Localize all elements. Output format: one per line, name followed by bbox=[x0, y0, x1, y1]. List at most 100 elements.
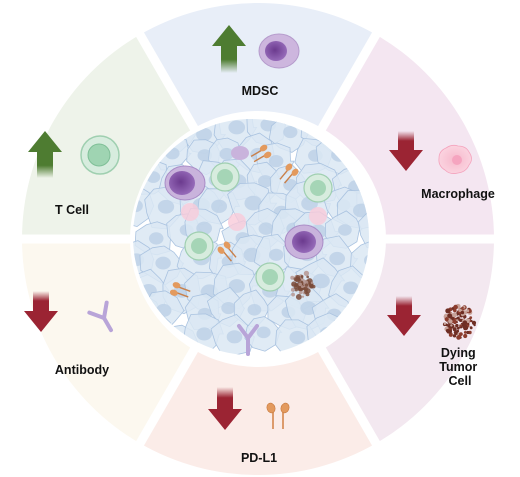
segment-divider bbox=[317, 345, 382, 449]
dying-cell-debris bbox=[310, 281, 314, 285]
pd-l1-marker bbox=[169, 282, 191, 298]
label-pd-l1: PD-L1 bbox=[241, 451, 277, 465]
dying-cell-fragment bbox=[466, 330, 470, 335]
down-arrow-icon bbox=[208, 387, 242, 430]
label-macrophage: Macrophage bbox=[421, 187, 495, 201]
dying-cell-fragment bbox=[461, 306, 464, 309]
label-line: Dying bbox=[441, 346, 476, 360]
dying-cell-fragment bbox=[456, 329, 460, 333]
dying-cell-debris bbox=[290, 275, 295, 280]
segment-divider bbox=[134, 345, 199, 449]
dying-cell-fragment bbox=[448, 319, 453, 324]
dying-cell-debris bbox=[311, 284, 316, 289]
segment-ring bbox=[19, 2, 497, 475]
dying-cell-fragment bbox=[446, 330, 451, 334]
dying-cell-fragment bbox=[450, 324, 453, 327]
dying-cell-fragment bbox=[463, 315, 465, 318]
dying-cell-fragment bbox=[463, 333, 468, 339]
dying-cell-fragment bbox=[443, 322, 447, 325]
dying-cell-fragment bbox=[456, 335, 461, 340]
pd-l1-marker bbox=[217, 241, 237, 262]
segment-background-antibody bbox=[22, 239, 194, 444]
dying-cell-fragment bbox=[456, 326, 460, 330]
dying-cell-debris bbox=[303, 270, 310, 277]
segment-background-t-cell bbox=[22, 34, 194, 239]
dying-cell-fragment bbox=[452, 312, 457, 318]
dying-cell-fragment bbox=[460, 310, 465, 315]
pd-l1-marker bbox=[250, 144, 272, 163]
dying-cell-fragment bbox=[444, 317, 449, 322]
dying-cell-fragment bbox=[453, 320, 457, 325]
mdsc-nucleus bbox=[292, 231, 316, 253]
dying-cell-fragment bbox=[443, 315, 446, 319]
segment-dying-tumor-cell: Dying Tumor Cell bbox=[387, 296, 480, 388]
dying-cell-debris bbox=[298, 282, 302, 287]
dying-cell-debris bbox=[290, 287, 295, 292]
dying-cell-debris bbox=[291, 281, 297, 287]
dying-cell-fragment bbox=[469, 320, 472, 322]
dying-cell-debris bbox=[303, 286, 309, 292]
dying-cell-debris bbox=[300, 285, 304, 289]
down-arrow-icon bbox=[24, 291, 58, 332]
up-arrow-icon bbox=[212, 25, 246, 73]
pd-l1-icon bbox=[266, 402, 290, 429]
t-cell-icon bbox=[80, 135, 120, 175]
antibody-icon bbox=[237, 324, 259, 356]
label-line: Tumor bbox=[439, 360, 477, 374]
down-arrow-icon bbox=[389, 131, 423, 171]
segment-pd-l1: PD-L1 bbox=[208, 387, 290, 465]
pd-l1-marker bbox=[279, 163, 299, 184]
dying-cell-debris bbox=[306, 275, 310, 279]
segment-mdsc: MDSC bbox=[212, 25, 300, 98]
dying-cell-fragment bbox=[448, 332, 453, 337]
label-dying-tumor-cell: Dying Tumor Cell bbox=[439, 346, 480, 388]
macrophage-cell bbox=[228, 213, 246, 231]
label-antibody: Antibody bbox=[55, 363, 109, 377]
dying-cell-debris bbox=[300, 275, 304, 278]
dying-cell-fragment bbox=[455, 332, 458, 335]
dying-cell-fragment bbox=[459, 324, 462, 327]
label-t-cell: T Cell bbox=[55, 203, 89, 217]
dying-cell-fragment bbox=[453, 304, 458, 310]
segment-background-dying-tumor-cell bbox=[322, 239, 494, 444]
dying-cell-fragment bbox=[452, 334, 457, 338]
dying-cell-fragment bbox=[459, 332, 463, 336]
up-arrow-icon bbox=[28, 131, 62, 178]
down-arrow-icon bbox=[387, 296, 421, 336]
segment-divider bbox=[134, 29, 199, 133]
segment-divider bbox=[317, 29, 382, 133]
dying-cell-fragment bbox=[463, 331, 467, 334]
dying-cell-fragment bbox=[445, 308, 451, 314]
t-cell-nucleus bbox=[217, 169, 233, 185]
macrophage-cell bbox=[309, 207, 327, 225]
segment-macrophage: Macrophage bbox=[389, 131, 495, 201]
macrophage-cell-icon bbox=[438, 144, 472, 174]
dying-cell-debris bbox=[304, 290, 308, 294]
dying-cell-fragment bbox=[458, 318, 461, 322]
dying-cell-debris bbox=[291, 292, 295, 297]
dying-cell-debris bbox=[304, 283, 309, 287]
dying-tumor-cell-icon bbox=[442, 303, 477, 340]
segment-background-pd-l1 bbox=[140, 349, 376, 475]
segment-background-mdsc bbox=[140, 2, 376, 129]
dying-cell-fragment bbox=[462, 323, 467, 329]
segment-antibody: Antibody bbox=[24, 291, 113, 377]
dying-cell-fragment bbox=[458, 308, 462, 312]
mdsc-cell bbox=[231, 146, 249, 160]
t-cell-nucleus bbox=[191, 238, 207, 254]
dying-cell-fragment bbox=[466, 309, 470, 313]
dying-cell-fragment bbox=[447, 313, 453, 319]
dying-cell-fragment bbox=[470, 326, 472, 328]
mdsc-cell-icon bbox=[258, 33, 300, 69]
dying-cell-debris bbox=[295, 294, 302, 300]
t-cell-nucleus bbox=[262, 269, 278, 285]
dying-cell-debris bbox=[294, 276, 301, 283]
label-line: Cell bbox=[449, 374, 472, 388]
mdsc-nucleus bbox=[169, 171, 195, 195]
dying-cell-fragment bbox=[472, 321, 475, 324]
segment-t-cell: T Cell bbox=[28, 131, 120, 217]
label-mdsc: MDSC bbox=[242, 84, 279, 98]
dying-cell-fragment bbox=[469, 316, 473, 319]
macrophage-cell bbox=[181, 203, 199, 221]
antibody-icon bbox=[87, 300, 113, 333]
